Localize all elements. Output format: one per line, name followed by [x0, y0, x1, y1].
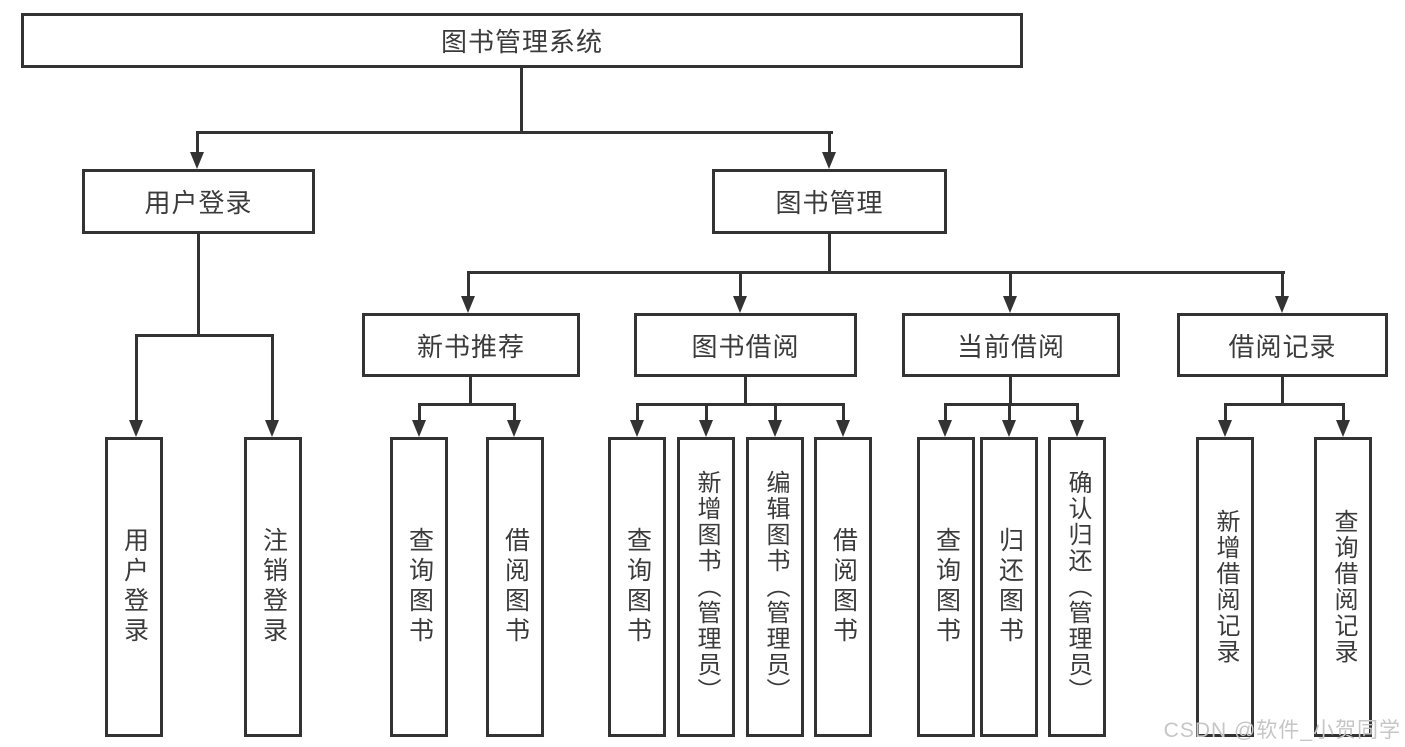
- edge-to-leaf-logout: [271, 334, 274, 421]
- edge-new-book-stub: [469, 376, 472, 406]
- edge-to-l4: [513, 403, 516, 421]
- edge-user-login-stub: [197, 231, 200, 337]
- edge-to-l7: [774, 403, 777, 421]
- leaf-query-books-current: 查询图书: [917, 437, 975, 737]
- leaf-borrow-books: 借阅图书: [814, 437, 872, 737]
- edge-current-borrowing-stub: [1009, 376, 1012, 406]
- edge-to-l6: [705, 403, 708, 421]
- leaf-label: 新增借阅记录: [1212, 509, 1239, 665]
- edge-current-borrowing-split: [944, 403, 1079, 406]
- arrowhead-icon: [129, 420, 143, 437]
- leaf-add-book-admin: 新增图书（管理员）: [677, 437, 735, 737]
- leaf-return-book: 归还图书: [980, 437, 1038, 737]
- node-new-book-recommendation: 新书推荐: [362, 313, 580, 377]
- edge-to-book-borrowing: [739, 271, 742, 297]
- edge-root-trunk: [520, 68, 523, 133]
- edge-to-leaf-user-login: [135, 334, 138, 421]
- node-library-management-system: 图书管理系统: [21, 13, 1023, 68]
- arrowhead-icon: [1218, 420, 1232, 437]
- leaf-borrow-books-recommend: 借阅图书: [486, 437, 544, 737]
- arrowhead-icon: [938, 420, 952, 437]
- edge-to-borrowing-records: [1281, 271, 1284, 297]
- arrowhead-icon: [1070, 420, 1084, 437]
- leaf-label: 查询图书: [932, 527, 961, 647]
- leaf-confirm-return-admin: 确认归还（管理员）: [1048, 437, 1106, 737]
- arrowhead-icon: [190, 152, 204, 169]
- leaf-query-borrow-record: 查询借阅记录: [1314, 437, 1372, 737]
- leaf-label: 新增图书（管理员）: [693, 470, 720, 704]
- watermark: CSDN @软件_小贺同学: [1163, 719, 1401, 742]
- edge-user-login-split: [135, 334, 274, 337]
- node-book-borrowing: 图书借阅: [634, 313, 857, 377]
- arrowhead-icon: [630, 420, 644, 437]
- node-user-login: 用户登录: [82, 169, 315, 234]
- edge-to-new-book: [467, 271, 470, 297]
- arrowhead-icon: [1002, 420, 1016, 437]
- edge-borrowing-records-stub: [1281, 376, 1284, 406]
- leaf-edit-book-admin: 编辑图书（管理员）: [746, 437, 804, 737]
- leaf-label: 确认归还（管理员）: [1064, 470, 1091, 704]
- edge-level2-split: [196, 131, 833, 134]
- edge-book-borrowing-split: [636, 403, 845, 406]
- arrowhead-icon: [1336, 420, 1350, 437]
- edge-to-book-management: [828, 131, 831, 153]
- leaf-label: 编辑图书（管理员）: [762, 470, 789, 704]
- edge-to-l11: [1076, 403, 1079, 421]
- arrowhead-icon: [412, 420, 426, 437]
- edge-to-l8: [842, 403, 845, 421]
- edge-to-l3: [418, 403, 421, 421]
- edge-to-l13: [1342, 403, 1345, 421]
- leaf-label: 借阅图书: [501, 527, 530, 647]
- leaf-label: 借阅图书: [829, 527, 858, 647]
- node-borrowing-records: 借阅记录: [1177, 313, 1388, 377]
- arrowhead-icon: [265, 420, 279, 437]
- leaf-label: 查询图书: [405, 527, 434, 647]
- edge-new-book-split: [418, 403, 516, 406]
- node-book-management: 图书管理: [712, 169, 947, 234]
- leaf-label: 归还图书: [995, 527, 1024, 647]
- edge-level3-split: [467, 271, 1285, 274]
- edge-to-l9: [944, 403, 947, 421]
- edge-to-current-borrowing: [1009, 271, 1012, 297]
- leaf-query-books-borrowing: 查询图书: [608, 437, 666, 737]
- leaf-logout: 注销登录: [244, 437, 302, 737]
- leaf-query-books-recommend: 查询图书: [390, 437, 448, 737]
- leaf-label: 用户登录: [120, 527, 149, 647]
- arrowhead-icon: [1003, 296, 1017, 313]
- leaf-label: 注销登录: [259, 527, 288, 647]
- arrowhead-icon: [822, 152, 836, 169]
- leaf-add-borrow-record: 新增借阅记录: [1196, 437, 1254, 737]
- leaf-label: 查询借阅记录: [1330, 509, 1357, 665]
- edge-to-l5: [636, 403, 639, 421]
- arrowhead-icon: [1275, 296, 1289, 313]
- leaf-label: 查询图书: [623, 527, 652, 647]
- edge-book-borrowing-stub: [744, 376, 747, 406]
- arrowhead-icon: [768, 420, 782, 437]
- arrowhead-icon: [699, 420, 713, 437]
- edge-to-l10: [1008, 403, 1011, 421]
- edge-to-user-login: [196, 131, 199, 153]
- edge-book-management-stub: [828, 232, 831, 274]
- arrowhead-icon: [836, 420, 850, 437]
- edge-to-l12: [1224, 403, 1227, 421]
- arrowhead-icon: [733, 296, 747, 313]
- node-current-borrowing: 当前借阅: [902, 313, 1120, 377]
- edge-borrowing-records-split: [1224, 403, 1345, 406]
- leaf-user-login: 用户登录: [105, 437, 163, 737]
- arrowhead-icon: [461, 296, 475, 313]
- arrowhead-icon: [507, 420, 521, 437]
